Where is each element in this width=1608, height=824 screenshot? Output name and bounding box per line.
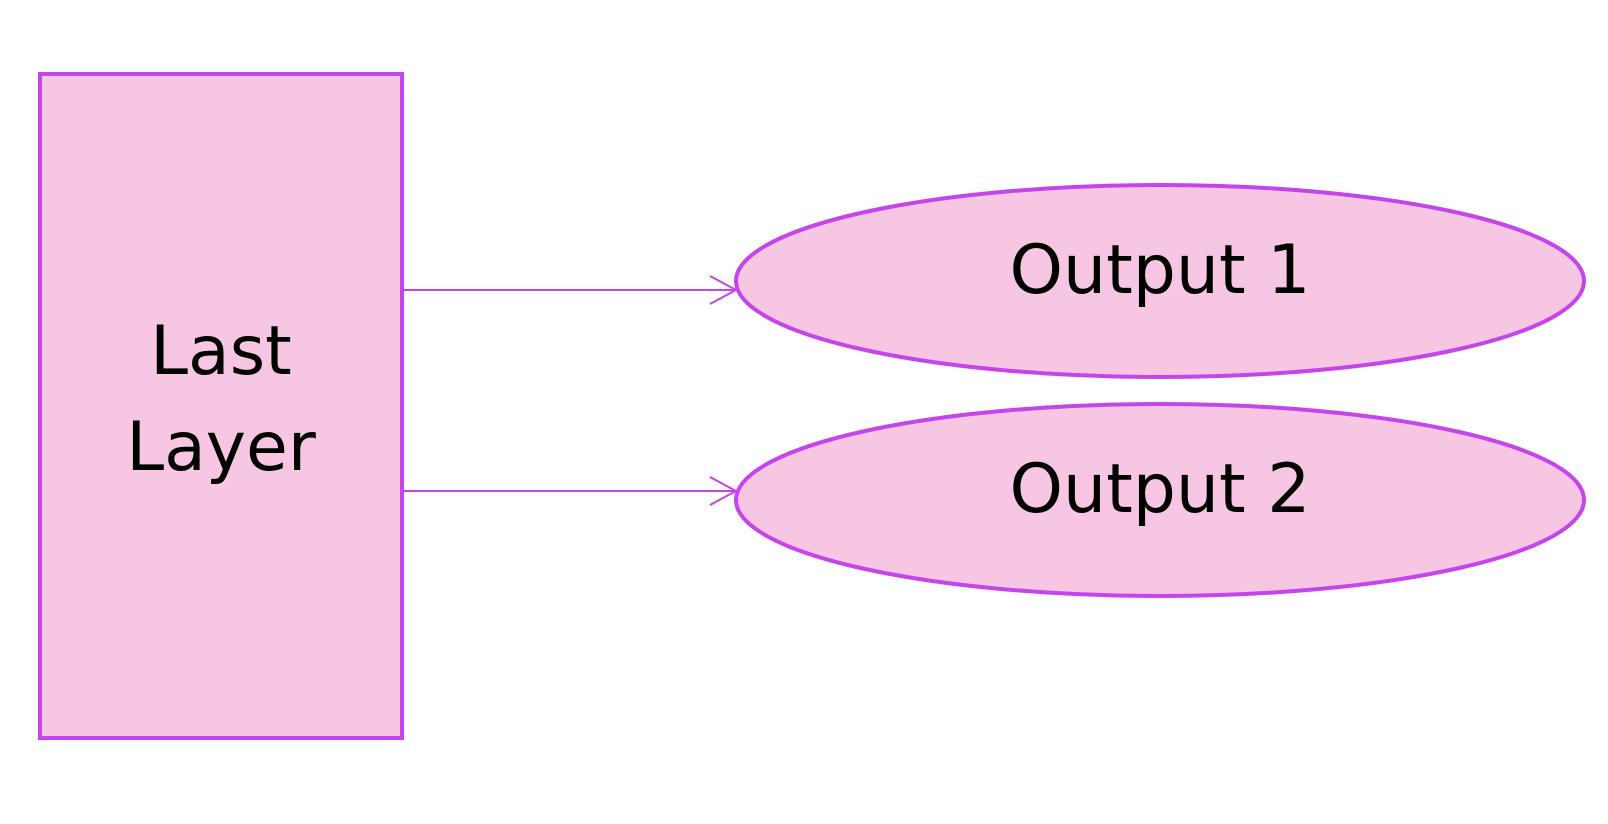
output-1-ellipse: [734, 183, 1586, 379]
output-2-label: Output 2: [1009, 450, 1310, 529]
node-output-1: Output 1: [734, 183, 1586, 379]
last-layer-label-line1: Last: [150, 312, 292, 391]
last-layer-box: [38, 72, 404, 740]
output-1-label: Output 1: [1009, 231, 1310, 310]
last-layer-label-line2: Layer: [126, 408, 316, 487]
edge-last-layer-to-output-1: [402, 275, 739, 305]
edge-last-layer-to-output-2: [402, 476, 739, 506]
node-last-layer: Last Layer: [38, 72, 404, 740]
node-output-2: Output 2: [734, 402, 1586, 598]
output-2-ellipse: [734, 402, 1586, 598]
